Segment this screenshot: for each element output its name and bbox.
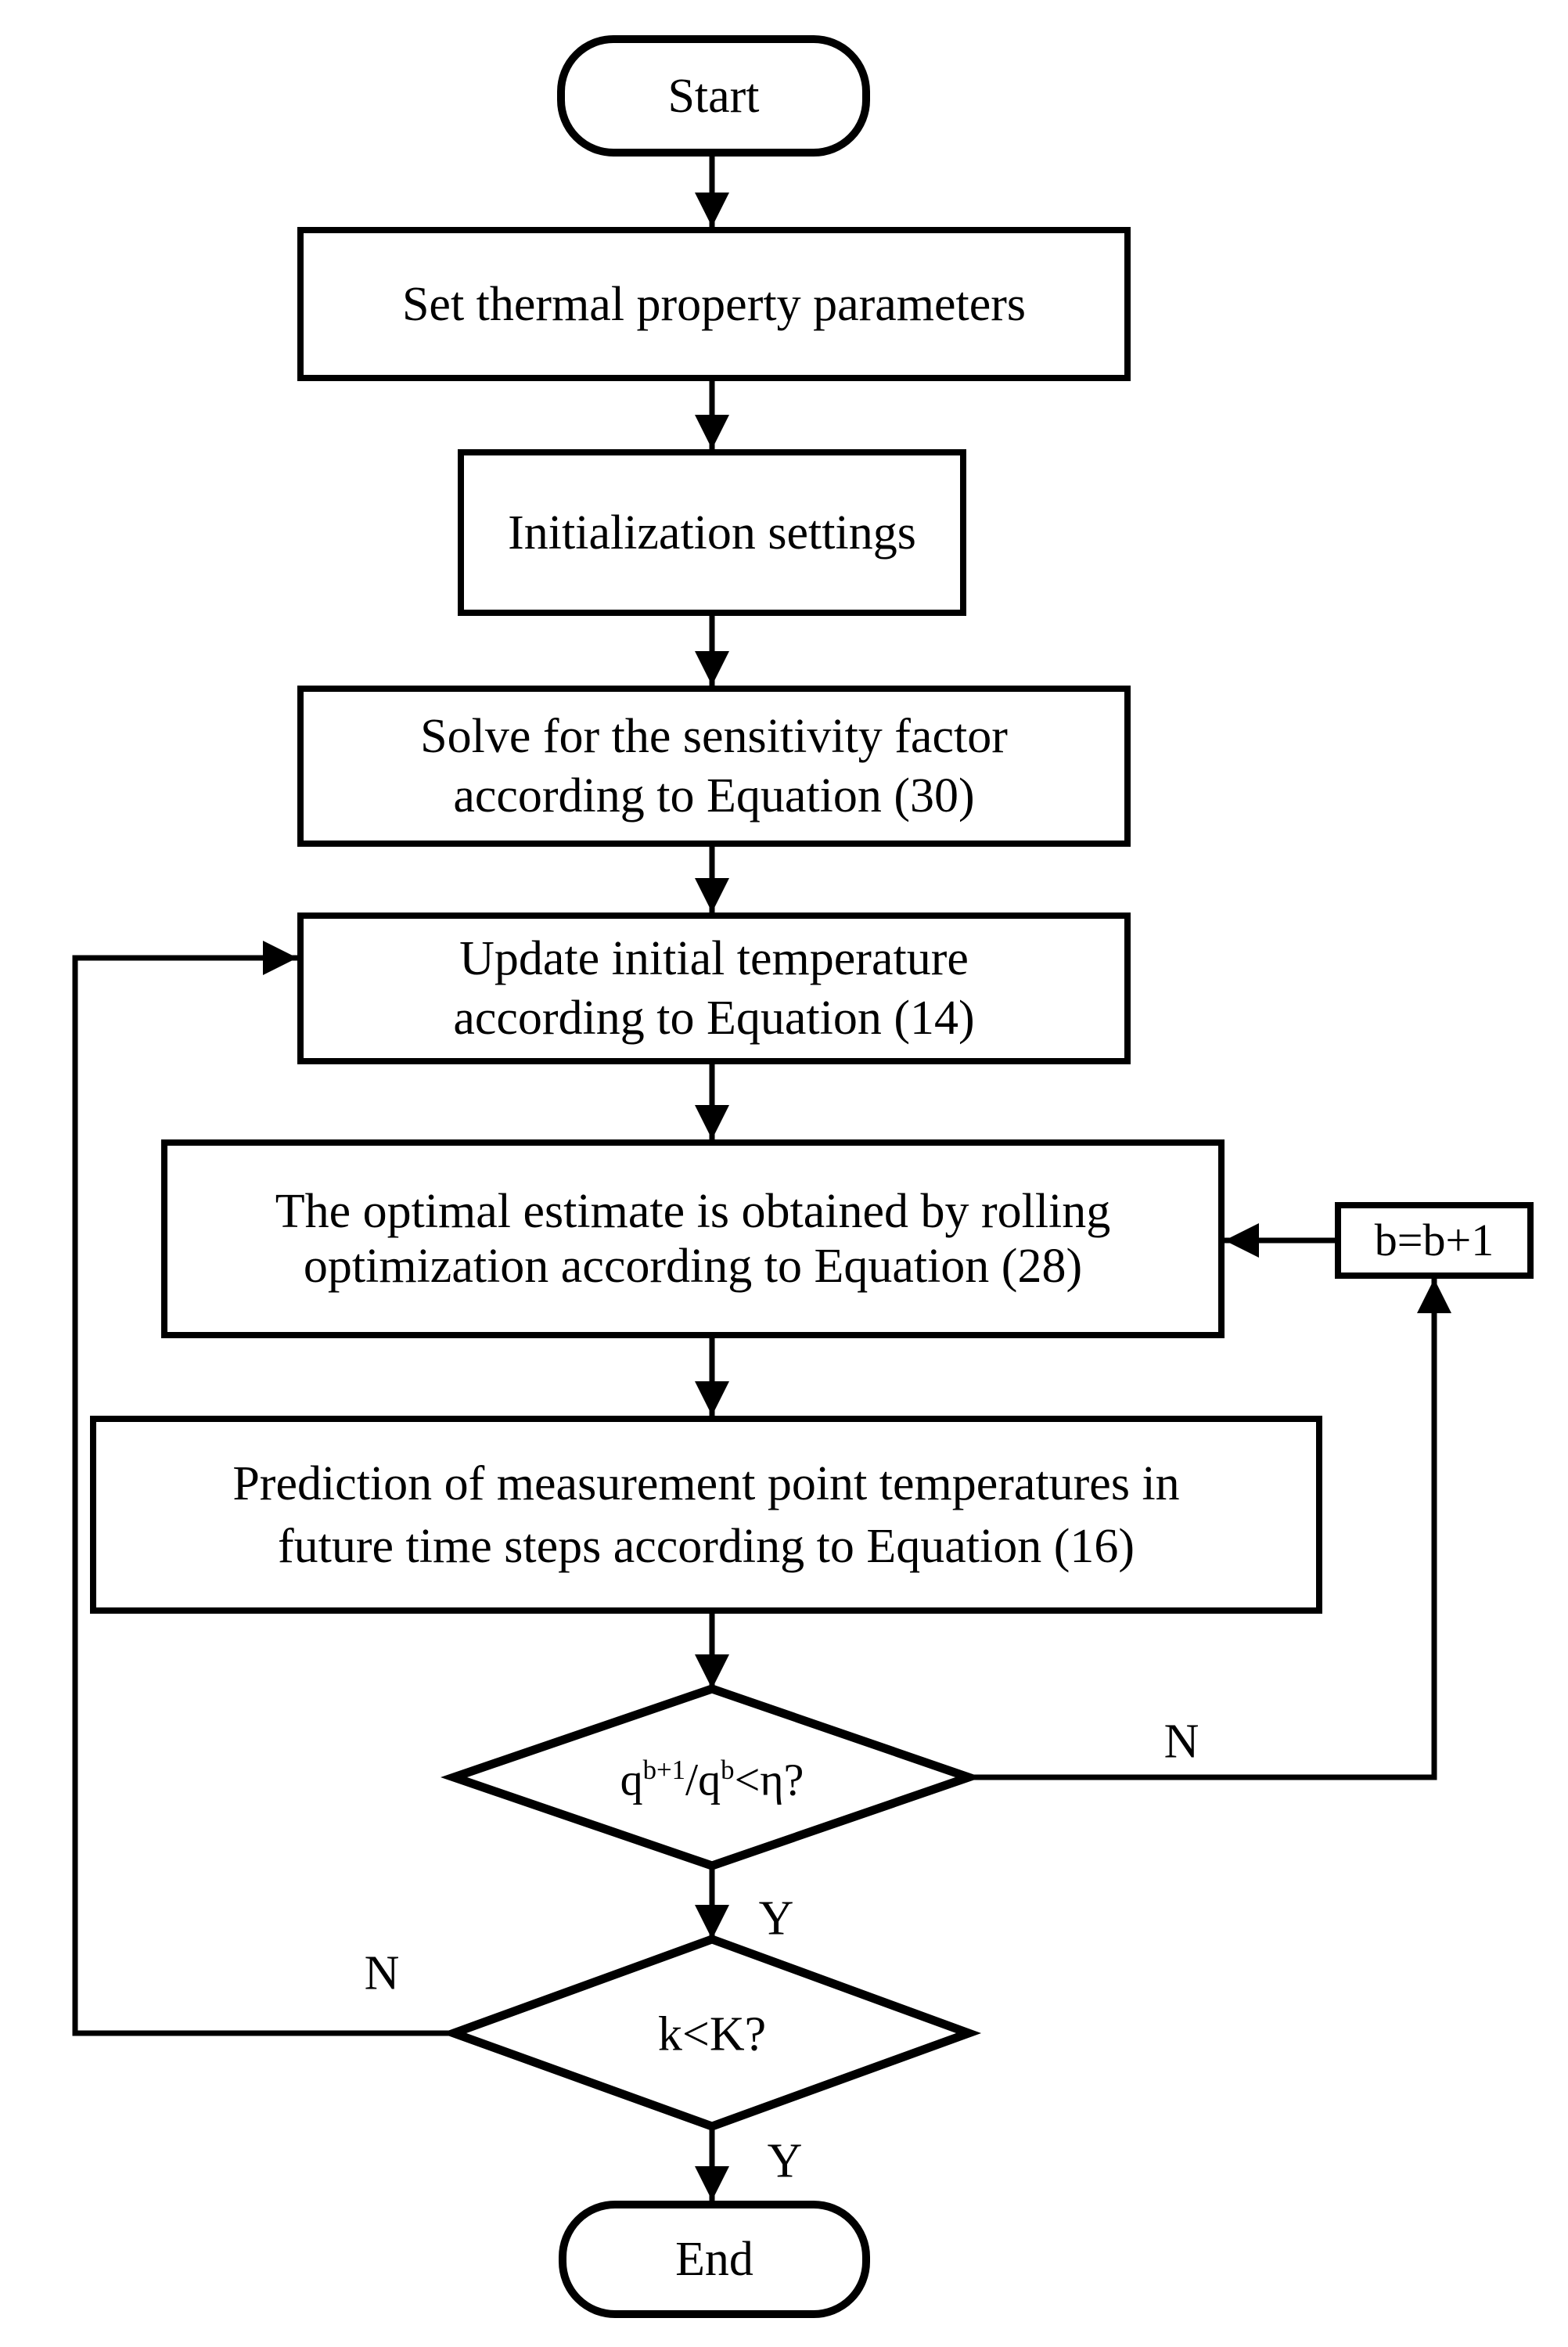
iteration-decision-label: k<K? (657, 2007, 767, 2061)
arrow-iteration-no-to-update (72, 941, 454, 2036)
update-initial-temperature-line2: according to Equation (14) (453, 992, 975, 1045)
update-initial-temperature-box: Update initial temperature according to … (297, 913, 1131, 1064)
set-thermal-parameters-box: Set thermal property parameters (297, 227, 1131, 381)
optimal-estimate-box: The optimal estimate is obtained by roll… (161, 1139, 1225, 1338)
ratio-decision-shape (441, 1684, 982, 1870)
iteration-decision-shape (441, 1935, 982, 2131)
sensitivity-factor-line1: Solve for the sensitivity factor (420, 710, 1008, 763)
prediction-line2: future time steps according to Equation … (277, 1519, 1135, 1573)
prediction-line1: Prediction of measurement point temperat… (232, 1456, 1180, 1510)
arrow-ratio-no-to-increment (969, 1279, 1451, 1780)
ratio-tail: <η? (734, 1754, 804, 1805)
initialization-settings-box: Initialization settings (458, 449, 966, 616)
update-initial-temperature-line1: Update initial temperature (459, 932, 969, 985)
ratio-q2: /q (685, 1754, 721, 1805)
optimal-estimate-line1: The optimal estimate is obtained by roll… (275, 1185, 1111, 1238)
start-terminator: Start (557, 35, 870, 157)
optimal-estimate-line2: optimization according to Equation (28) (303, 1240, 1083, 1293)
set-thermal-parameters-label: Set thermal property parameters (401, 277, 1027, 331)
ratio-q1: q (620, 1754, 643, 1805)
initialization-settings-label: Initialization settings (508, 506, 916, 560)
iteration-no-label: N (364, 1946, 400, 2000)
iteration-yes-label: Y (767, 2134, 803, 2188)
start-label: Start (667, 69, 760, 123)
ratio-decision-label: qb+1/qb<η? (620, 1754, 804, 1806)
b-increment-label: b=b+1 (1374, 1215, 1494, 1265)
sensitivity-factor-box: Solve for the sensitivity factor accordi… (297, 686, 1131, 847)
ratio-no-label: N (1163, 1715, 1199, 1769)
ratio-sup2: b (721, 1755, 735, 1786)
end-terminator: End (559, 2201, 870, 2318)
ratio-sup1: b+1 (642, 1755, 686, 1786)
b-increment-box: b=b+1 (1335, 1202, 1534, 1279)
prediction-box: Prediction of measurement point temperat… (90, 1416, 1322, 1614)
end-label: End (675, 2233, 753, 2286)
sensitivity-factor-line2: according to Equation (30) (453, 769, 975, 823)
ratio-yes-label: Y (758, 1892, 794, 1946)
